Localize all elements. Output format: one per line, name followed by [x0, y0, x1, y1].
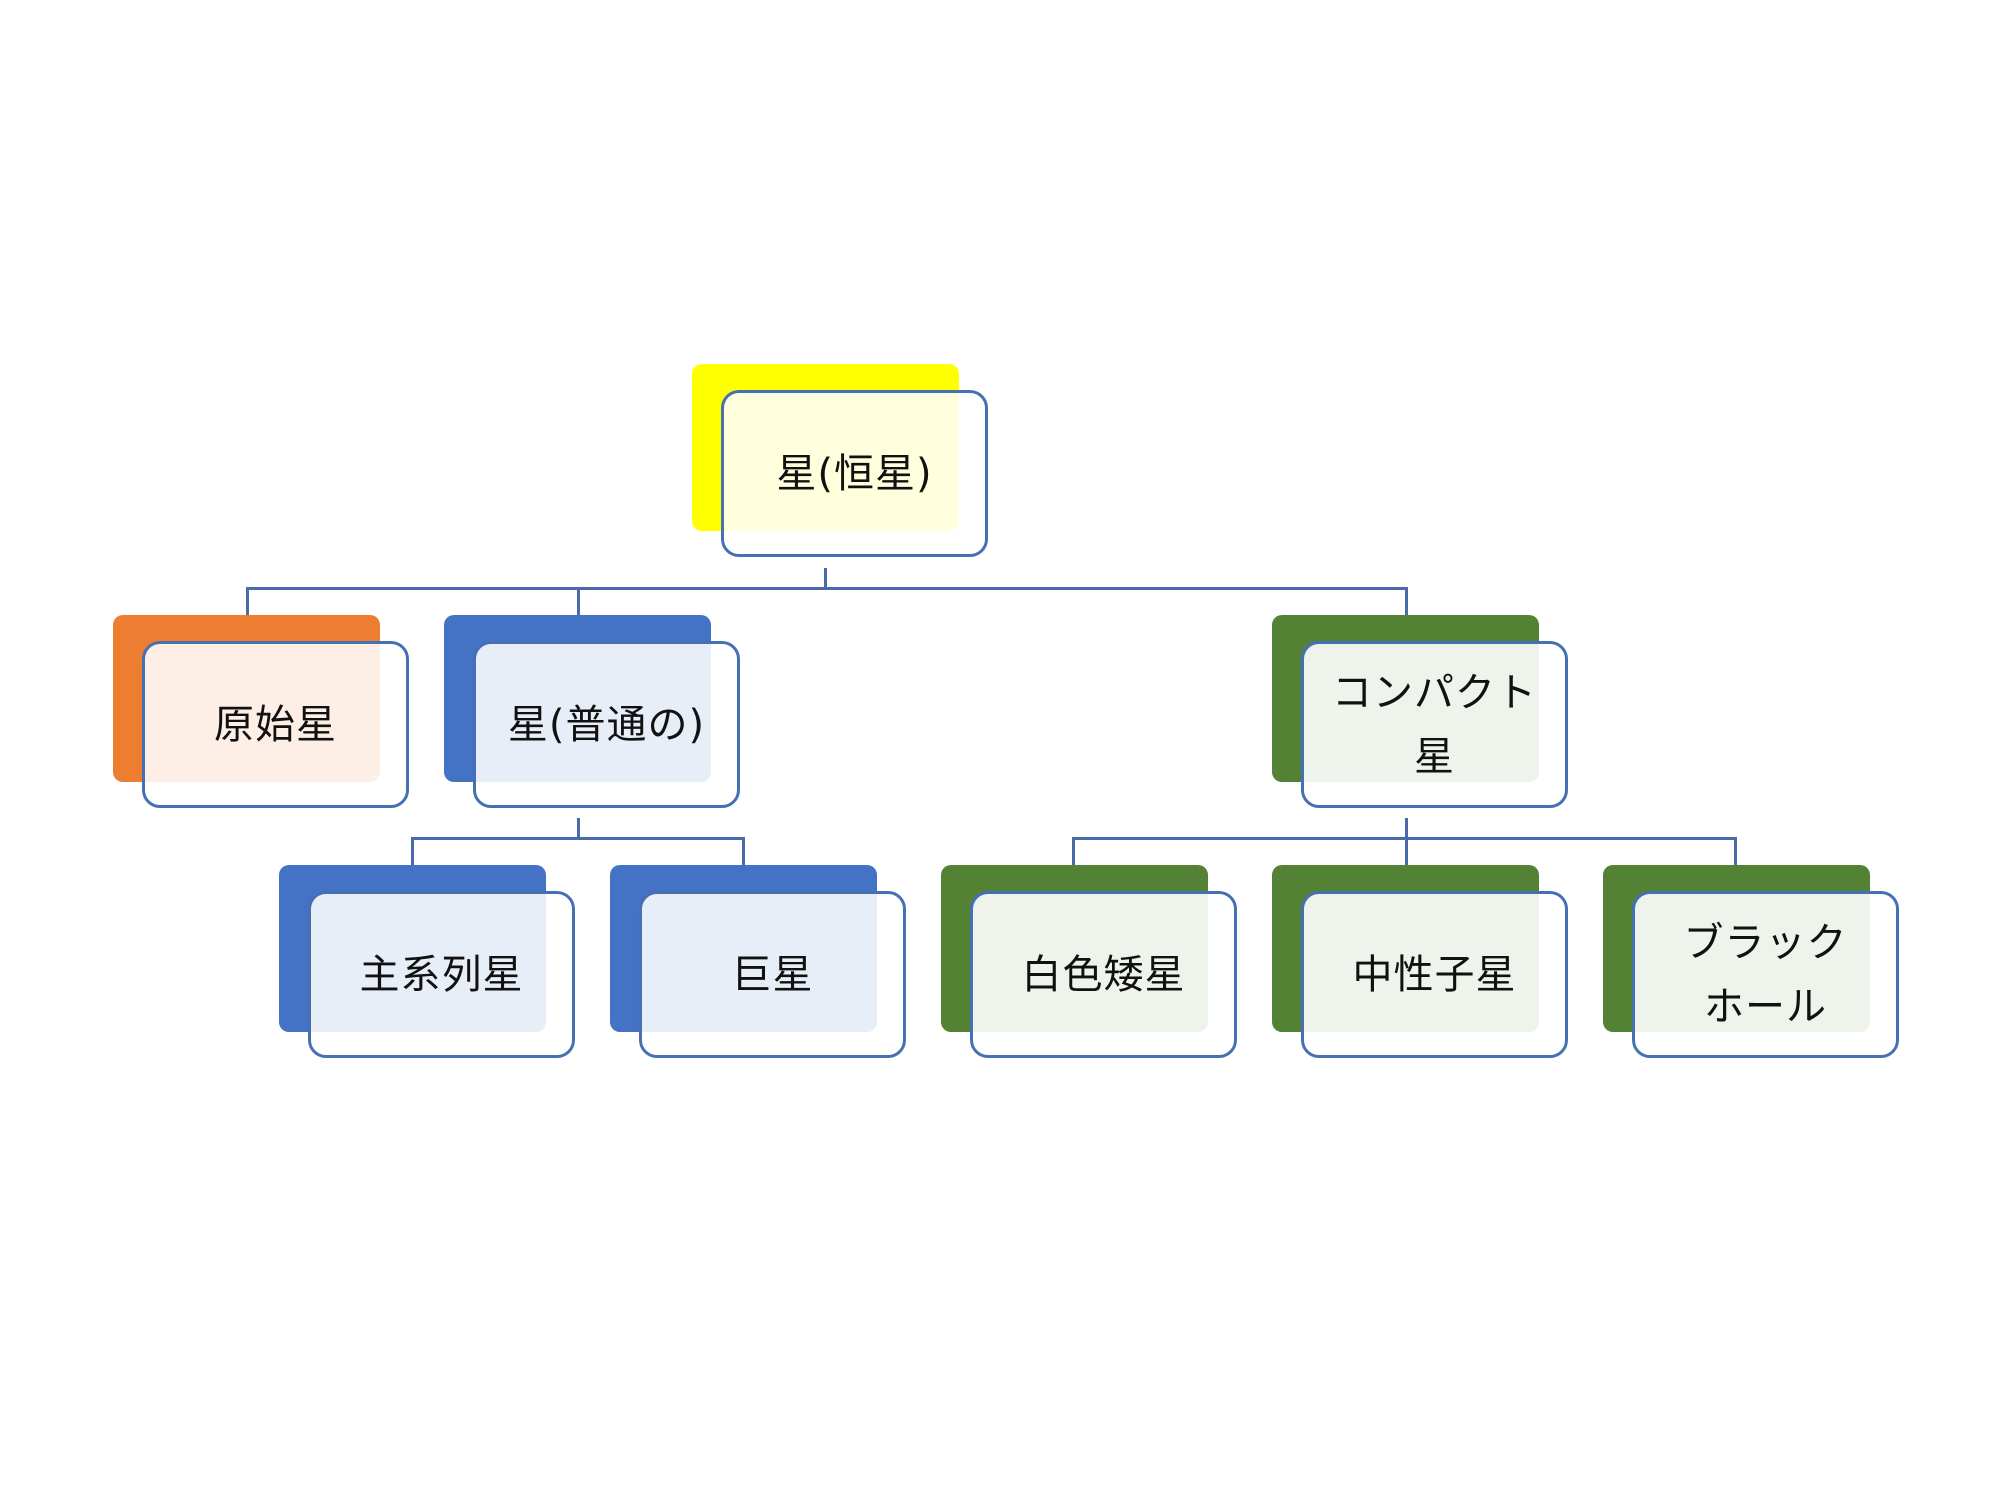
- node-star-label: 星(恒星): [776, 450, 933, 497]
- node-main-sequence-card: 主系列星: [308, 891, 575, 1058]
- node-white-dwarf-card: 白色矮星: [970, 891, 1237, 1058]
- connector-to-giant: [742, 837, 745, 865]
- node-black-hole: ブラック ホール: [1603, 865, 1953, 1065]
- node-giant: 巨星: [610, 865, 960, 1065]
- connector-ordinary-stem: [577, 818, 580, 839]
- connector-to-main-sequence: [411, 837, 414, 865]
- node-black-hole-card: ブラック ホール: [1632, 891, 1899, 1058]
- connector-to-compact-star: [1405, 587, 1408, 615]
- node-neutron-star-label: 中性子星: [1352, 951, 1517, 998]
- node-white-dwarf-label: 白色矮星: [1021, 951, 1186, 998]
- node-neutron-star-card: 中性子星: [1301, 891, 1568, 1058]
- node-ordinary-star-label: 星(普通の): [507, 701, 706, 748]
- node-ordinary-star: 星(普通の): [444, 615, 794, 815]
- node-compact-star-card: コンパクト 星: [1301, 641, 1568, 808]
- connector-to-ordinary-star: [577, 587, 580, 615]
- node-main-sequence-label: 主系列星: [359, 951, 524, 998]
- connector-to-black-hole: [1734, 837, 1737, 865]
- node-main-sequence: 主系列星: [279, 865, 629, 1065]
- connector-root-stem: [824, 568, 827, 589]
- node-giant-label: 巨星: [731, 951, 814, 998]
- node-black-hole-label: ブラック ホール: [1683, 919, 1848, 1030]
- connector-to-neutron-star: [1405, 837, 1408, 865]
- connector-compact-stem: [1405, 818, 1408, 839]
- node-star: 星(恒星): [692, 364, 1042, 564]
- node-star-card: 星(恒星): [721, 390, 988, 557]
- connector-to-white-dwarf: [1072, 837, 1075, 865]
- connector-compact-bus: [1072, 837, 1737, 840]
- node-white-dwarf: 白色矮星: [941, 865, 1291, 1065]
- node-protostar: 原始星: [113, 615, 463, 815]
- node-compact-star: コンパクト 星: [1272, 615, 1622, 815]
- connector-root-bus: [246, 587, 1408, 590]
- node-protostar-label: 原始星: [214, 701, 337, 748]
- node-neutron-star: 中性子星: [1272, 865, 1622, 1065]
- node-compact-star-label: コンパクト 星: [1332, 669, 1537, 780]
- connector-to-protostar: [246, 587, 249, 615]
- node-protostar-card: 原始星: [142, 641, 409, 808]
- connector-ordinary-bus: [411, 837, 745, 840]
- node-giant-card: 巨星: [639, 891, 906, 1058]
- node-ordinary-star-card: 星(普通の): [473, 641, 740, 808]
